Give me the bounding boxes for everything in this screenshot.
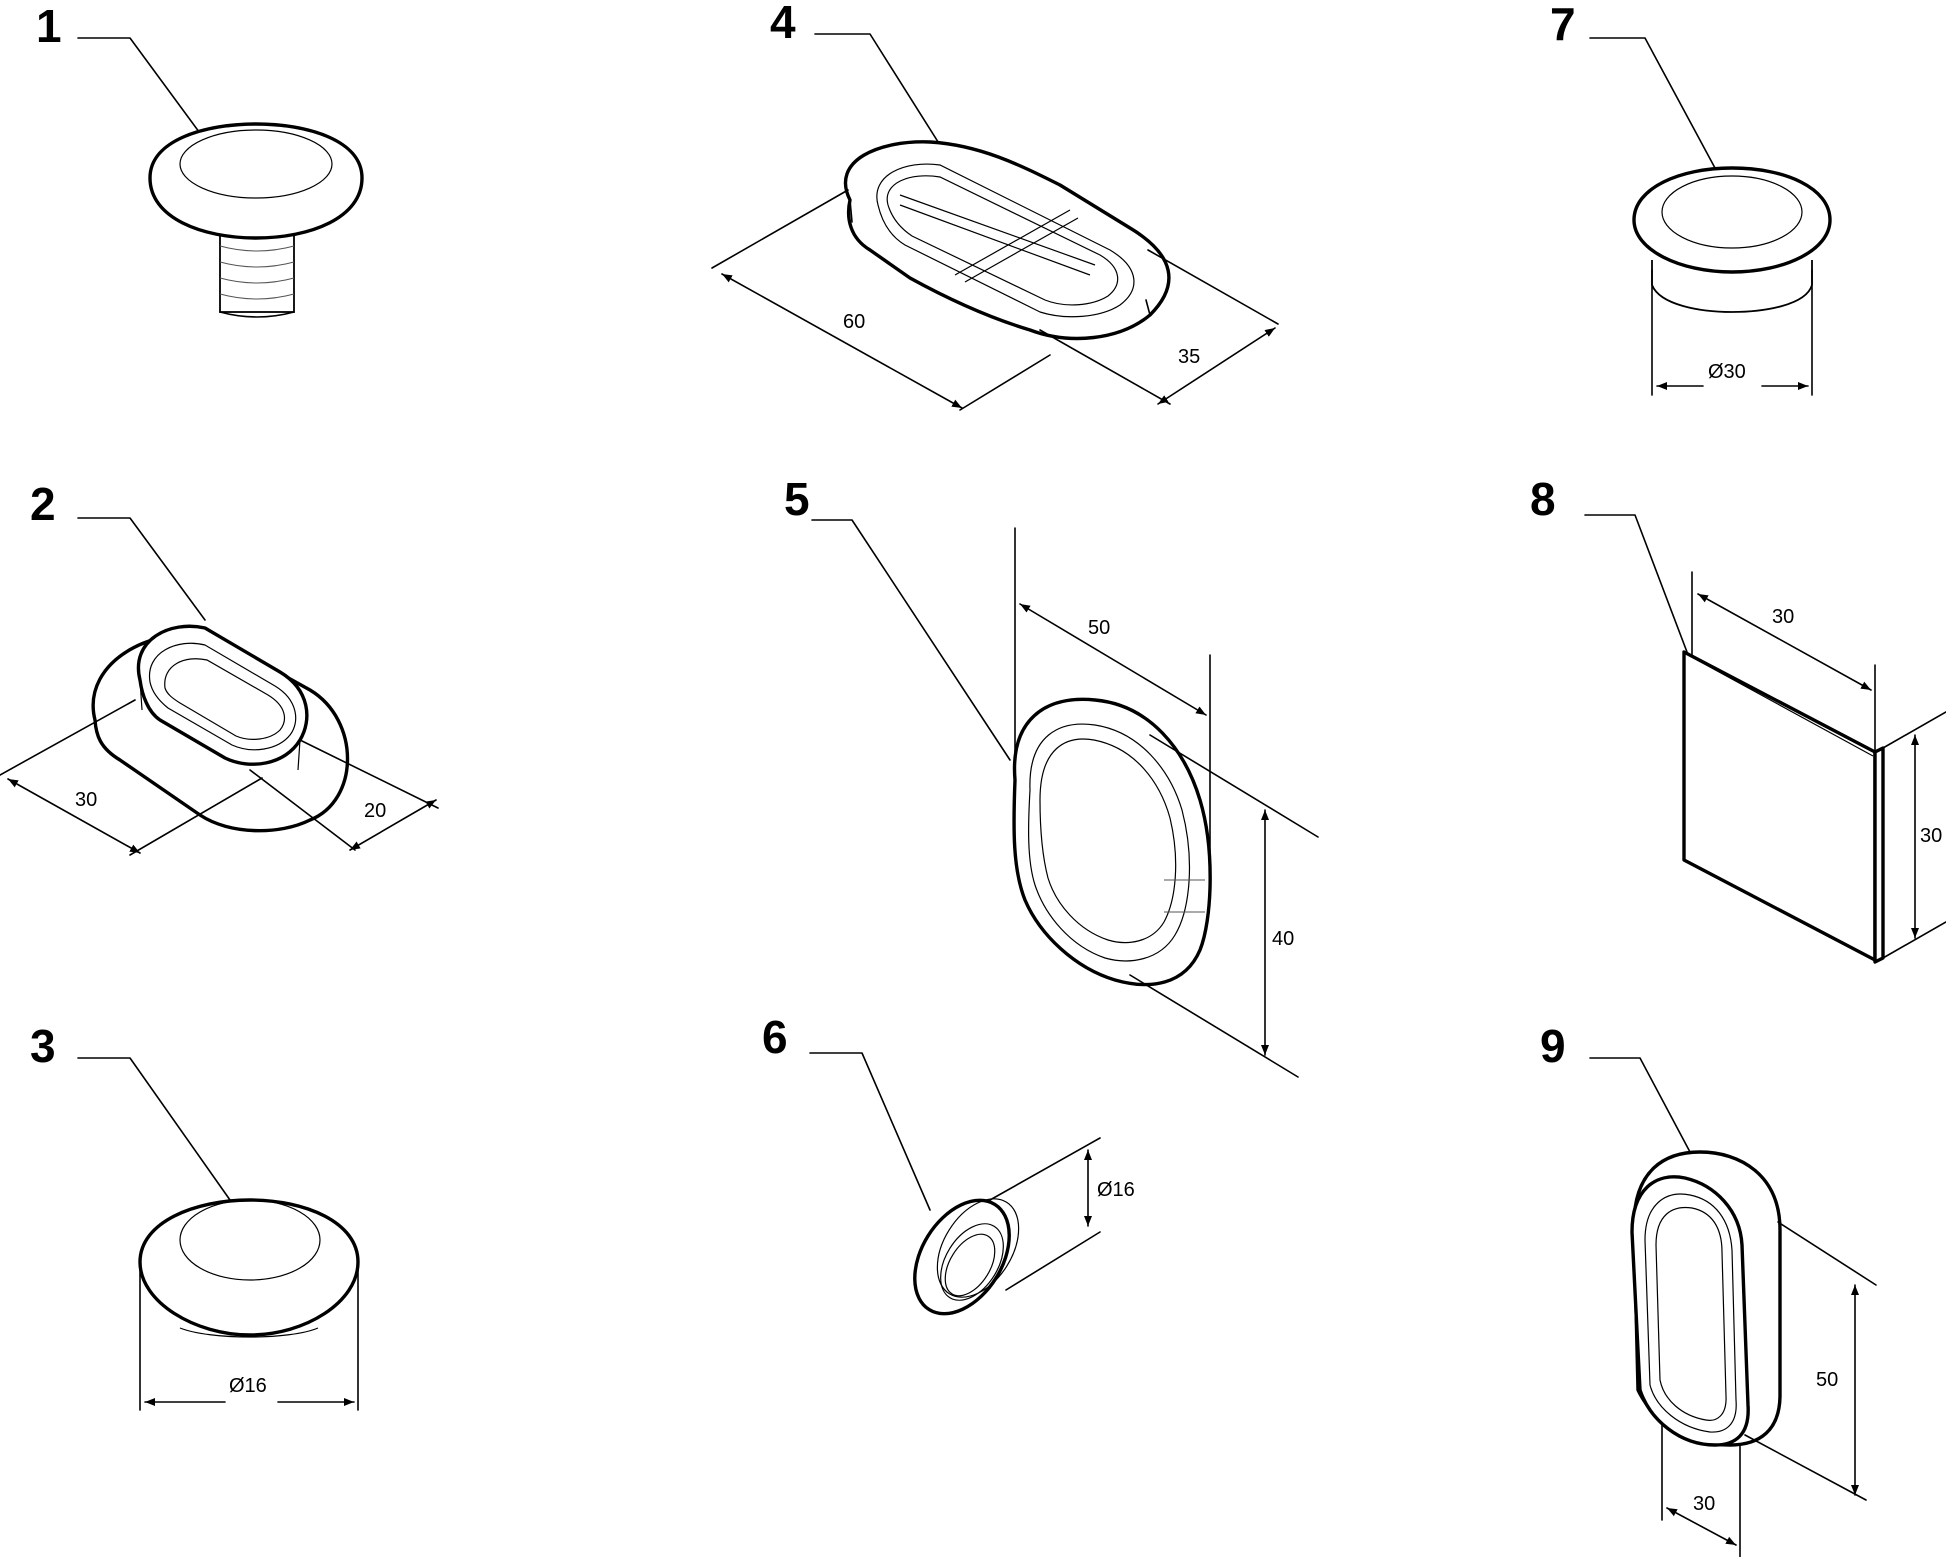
part-9: 9 50 30 xyxy=(1540,1020,1877,1557)
part-2-dim-30: 30 xyxy=(0,699,263,856)
part-1-number: 1 xyxy=(36,0,62,52)
part-4-leader-line xyxy=(814,33,941,146)
part-3-body xyxy=(138,1198,360,1338)
part-3: 3 Ø16 xyxy=(30,1020,360,1411)
part-2-boss xyxy=(136,624,309,771)
part-5-dim-50-label: 50 xyxy=(1088,617,1110,639)
part-5-leader-line xyxy=(811,519,1011,761)
part-7-body xyxy=(1632,166,1832,313)
part-1-cap xyxy=(148,122,364,240)
part-8-number: 8 xyxy=(1530,473,1556,525)
part-3-number: 3 xyxy=(30,1020,56,1072)
part-8-dim-30-top: 30 xyxy=(1691,571,1876,753)
part-5-dim-40: 40 xyxy=(1129,734,1319,1078)
part-5-body xyxy=(1012,697,1212,987)
part-1-screw-shank xyxy=(219,231,295,318)
part-9-number: 9 xyxy=(1540,1020,1566,1072)
part-4: 4 60 35 xyxy=(711,0,1279,411)
part-9-dim-30-label: 30 xyxy=(1693,1493,1715,1515)
part-7-number: 7 xyxy=(1550,0,1576,50)
part-4-dim-60-label: 60 xyxy=(843,311,865,333)
part-9-dim-50: 50 xyxy=(1744,1221,1877,1501)
part-6-dim-dia16: Ø16 xyxy=(989,1137,1135,1291)
part-4-dim-35: 35 xyxy=(1039,249,1279,405)
part-4-body xyxy=(843,140,1171,341)
part-5-number: 5 xyxy=(784,473,810,525)
part-2-dim-20-label: 20 xyxy=(364,800,386,822)
part-8-body xyxy=(1682,650,1885,964)
part-5-dim-40-label: 40 xyxy=(1272,928,1294,950)
part-7: 7 Ø30 xyxy=(1550,0,1832,396)
part-8-dim-30-side-label: 30 xyxy=(1920,825,1942,847)
part-4-dim-35-label: 35 xyxy=(1178,346,1200,368)
part-2: 2 30 20 xyxy=(0,478,439,856)
part-2-dim-30-label: 30 xyxy=(75,789,97,811)
part-5: 5 50 40 xyxy=(784,473,1319,1078)
part-2-leader-line xyxy=(77,517,206,621)
part-9-leader-line xyxy=(1589,1057,1691,1153)
part-3-leader-line xyxy=(77,1057,231,1201)
part-2-number: 2 xyxy=(30,478,56,530)
part-9-dim-30: 30 xyxy=(1661,1424,1741,1557)
part-8-dim-30-side: 30 xyxy=(1882,711,1946,959)
part-6-body xyxy=(913,1198,1020,1316)
part-3-dim-dia16: Ø16 xyxy=(139,1261,359,1411)
part-4-dim-60: 60 xyxy=(711,189,1051,411)
part-7-leader-line xyxy=(1589,37,1716,169)
part-9-body xyxy=(1630,1150,1782,1447)
part-6-leader-line xyxy=(809,1052,931,1211)
part-8: 8 30 30 xyxy=(1530,473,1946,964)
part-2-dim-20: 20 xyxy=(249,739,439,851)
part-6-number: 6 xyxy=(762,1011,788,1063)
part-5-dim-50: 50 xyxy=(1014,527,1211,901)
part-4-number: 4 xyxy=(770,0,796,48)
part-1-leader-line xyxy=(77,37,206,141)
part-7-dim-dia30: Ø30 xyxy=(1651,269,1813,396)
part-1: 1 xyxy=(36,0,364,318)
part-8-leader-line xyxy=(1584,514,1688,653)
part-6: 6 Ø16 xyxy=(762,1011,1135,1316)
part-8-dim-30-top-label: 30 xyxy=(1772,606,1794,628)
part-9-dim-50-label: 50 xyxy=(1816,1369,1838,1391)
part-3-dim-dia16-label: Ø16 xyxy=(229,1375,267,1397)
part-7-dim-dia30-label: Ø30 xyxy=(1708,361,1746,383)
part-6-dim-dia16-label: Ø16 xyxy=(1097,1179,1135,1201)
